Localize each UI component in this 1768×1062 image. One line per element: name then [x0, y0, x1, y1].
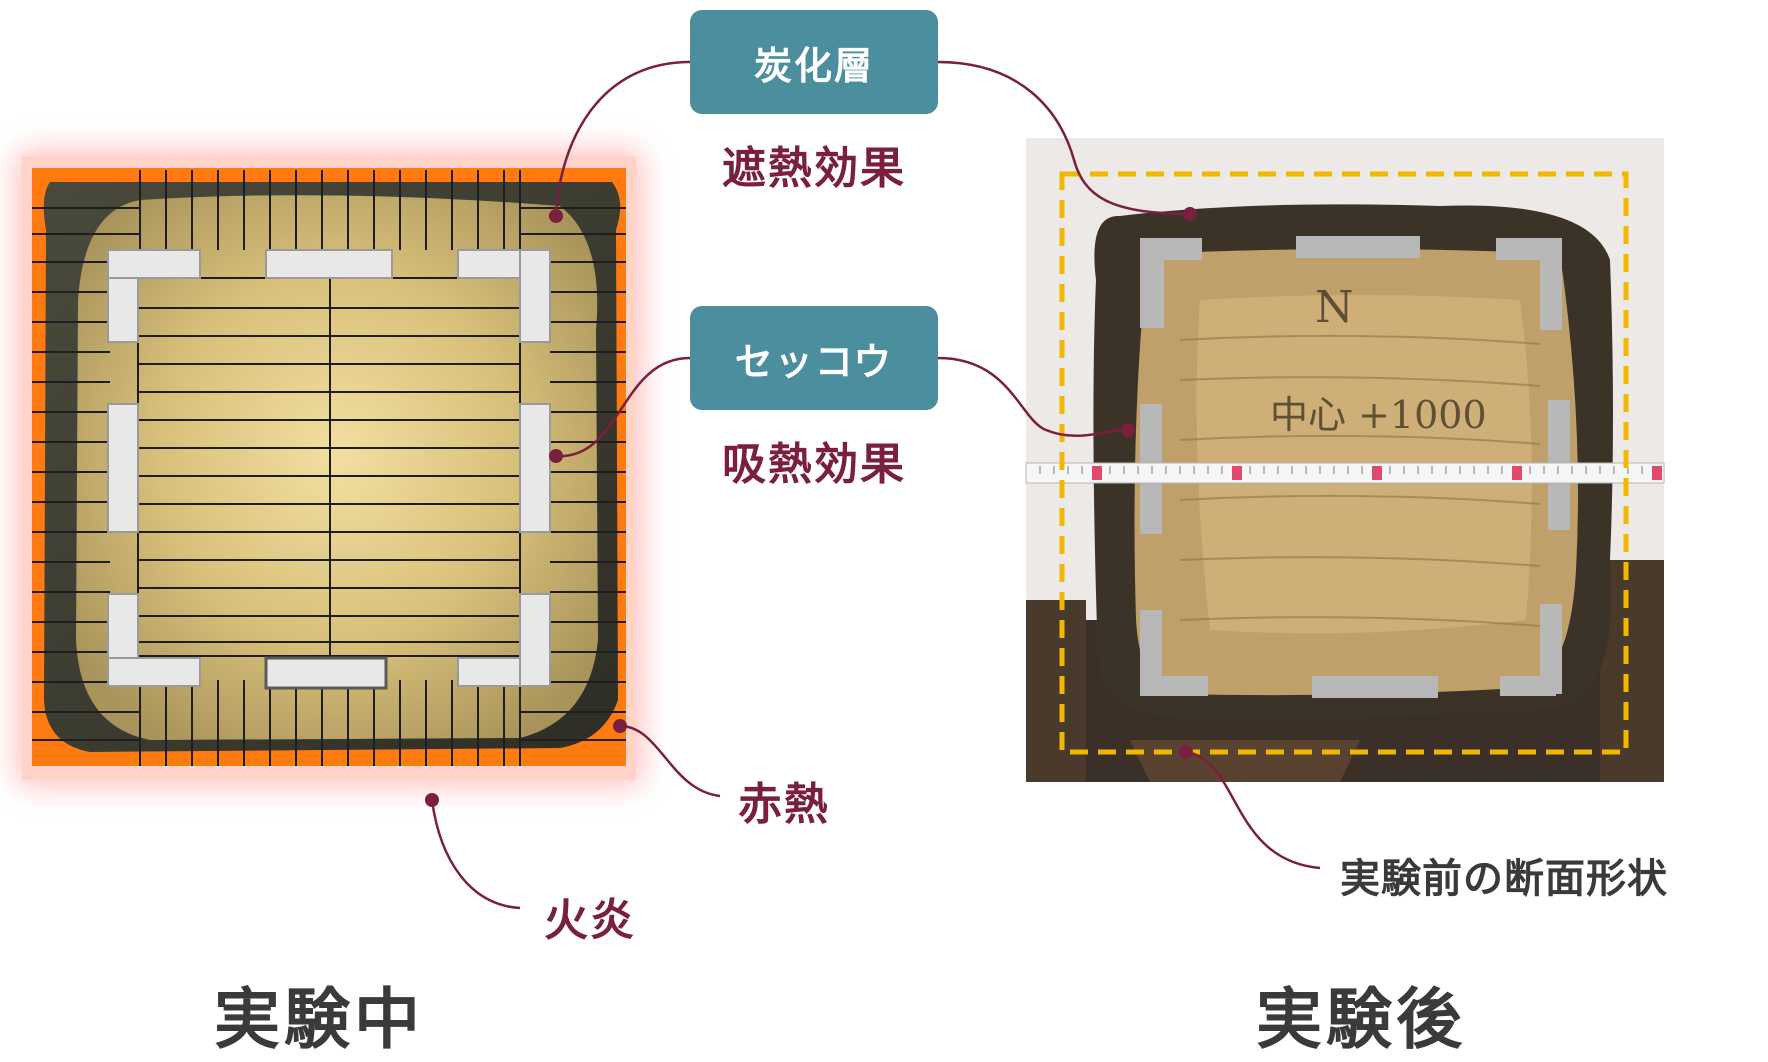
wood-core — [76, 195, 598, 740]
handwriting-center-note: 中心 +1000 — [1270, 393, 1487, 437]
char-layer-label: 炭化層 — [753, 43, 874, 88]
red-heat-label: 赤熱 — [738, 779, 830, 830]
heat-shield-label: 遮熱効果 — [722, 143, 906, 194]
pre-section-label: 実験前の断面形状 — [1340, 856, 1668, 902]
lamina-lines-vertical — [139, 170, 521, 766]
during-experiment-title: 実験中 — [214, 981, 424, 1058]
after-experiment-title: 実験後 — [1256, 981, 1466, 1058]
heat-absorb-label: 吸熱効果 — [722, 439, 906, 490]
lamina-lines — [32, 207, 626, 741]
leader-dots — [425, 207, 1197, 807]
char-layer-tag: 炭化層 — [690, 10, 938, 114]
flame-label: 火炎 — [544, 895, 636, 946]
gypsum-tag: セッコウ — [690, 306, 938, 410]
after-photo — [1025, 138, 1665, 782]
inner-core — [137, 277, 521, 657]
handwriting-mark: N — [1315, 282, 1354, 333]
pre-section-outline — [1059, 171, 1629, 755]
leader-lines — [430, 60, 1321, 910]
gypsum-label: セッコウ — [734, 339, 894, 384]
gypsum-boards — [107, 249, 551, 690]
